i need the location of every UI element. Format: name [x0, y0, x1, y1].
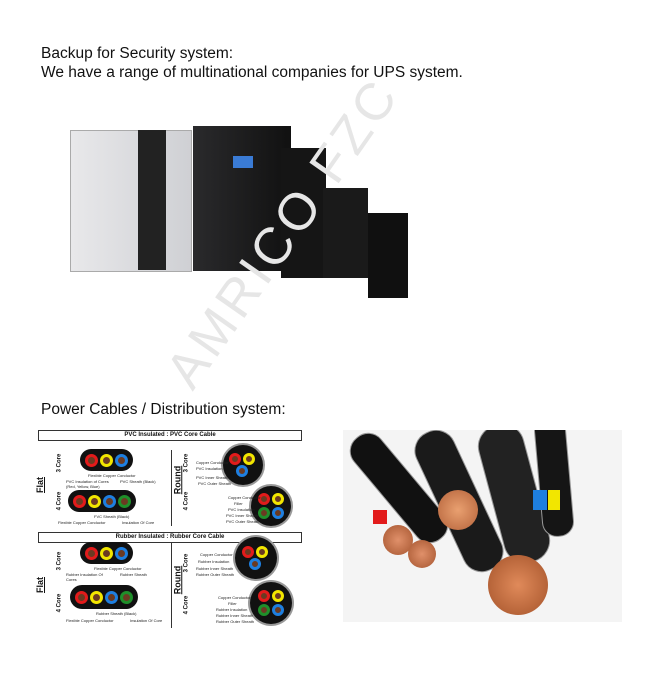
rubber-flat-4core: [70, 585, 138, 609]
core3-label: 3 Core: [56, 551, 63, 571]
label: Flexible Copper Conductor: [88, 473, 136, 478]
label: PVC Insulation: [196, 466, 223, 471]
core4-label: 4 Core: [183, 595, 190, 615]
label: Rubber Outer Sheath: [216, 619, 255, 624]
pvc-flat-3core: [80, 449, 133, 471]
cable-diagram: PVC Insulated : PVC Core Cable Flat 3 Co…: [35, 430, 302, 628]
label: Rubber Outer Sheath: [196, 572, 235, 577]
label: PVC Inner Sheath: [226, 513, 259, 518]
heading-ups: We have a range of multinational compani…: [41, 64, 463, 81]
label: Rubber Insulation: [198, 559, 230, 564]
label: Flexible Copper Conductor: [66, 618, 114, 623]
core3-label: 3 Core: [183, 553, 190, 573]
core4-label: 4 Core: [183, 491, 190, 511]
label: PVC Insulation: [228, 507, 255, 512]
heading-power-cables: Power Cables / Distribution system:: [41, 401, 286, 418]
power-cable-photo: [343, 430, 622, 622]
label: Rubber Insulation: [216, 607, 248, 612]
label: PVC Outer Sheath: [198, 481, 232, 486]
label: PVC Sheath (Black): [120, 479, 156, 484]
rubber-title: Rubber Insulated : Rubber Core Cable: [38, 532, 302, 543]
core4-label: 4 Core: [56, 491, 63, 511]
label: Insulation Of Core: [130, 618, 163, 623]
pvc-round-3core: [223, 445, 263, 485]
label: Flexible Copper Conductor: [94, 566, 142, 571]
label: Rubber Sheath (Black): [96, 611, 137, 616]
label: Rubber Inner Sheath: [216, 613, 254, 618]
core4-label: 4 Core: [56, 593, 63, 613]
heading-backup: Backup for Security system:: [41, 45, 234, 62]
round-label: Round: [172, 465, 183, 495]
label: Copper Conductor: [228, 495, 261, 500]
flat-label: Flat: [35, 476, 46, 494]
rubber-round-4core: [250, 582, 292, 624]
flat-label: Flat: [35, 576, 46, 594]
rubber-round-3core: [235, 537, 277, 579]
pvc-flat-4core: [68, 490, 136, 512]
label: PVC Insulation of Cores (Red, Yellow, Bl…: [66, 479, 109, 489]
core3-label: 3 Core: [183, 453, 190, 473]
label: Flexible Copper Conductor: [58, 520, 106, 525]
label: Copper Conductor: [218, 595, 251, 600]
label: Rubber Insulation Of Cores: [66, 572, 103, 582]
label: Copper Conductor: [200, 552, 233, 557]
label: Filler: [234, 501, 243, 506]
label: Rubber Inner Sheath: [196, 566, 234, 571]
label: Rubber Sheath: [120, 572, 147, 577]
pvc-title: PVC Insulated : PVC Core Cable: [38, 430, 302, 441]
label: Insulation Of Core: [122, 520, 155, 525]
label: PVC Outer Sheath: [226, 519, 260, 524]
label: FVC Sheath (Black): [94, 514, 130, 519]
ups-image: [68, 118, 408, 298]
label: Copper Conductor: [196, 460, 229, 465]
core3-label: 3 Core: [56, 453, 63, 473]
pvc-round-4core: [251, 486, 291, 526]
round-label: Round: [172, 565, 183, 595]
label: PVC Inner Sheath: [196, 475, 229, 480]
rubber-flat-3core: [80, 542, 133, 564]
label: Filler: [228, 601, 237, 606]
